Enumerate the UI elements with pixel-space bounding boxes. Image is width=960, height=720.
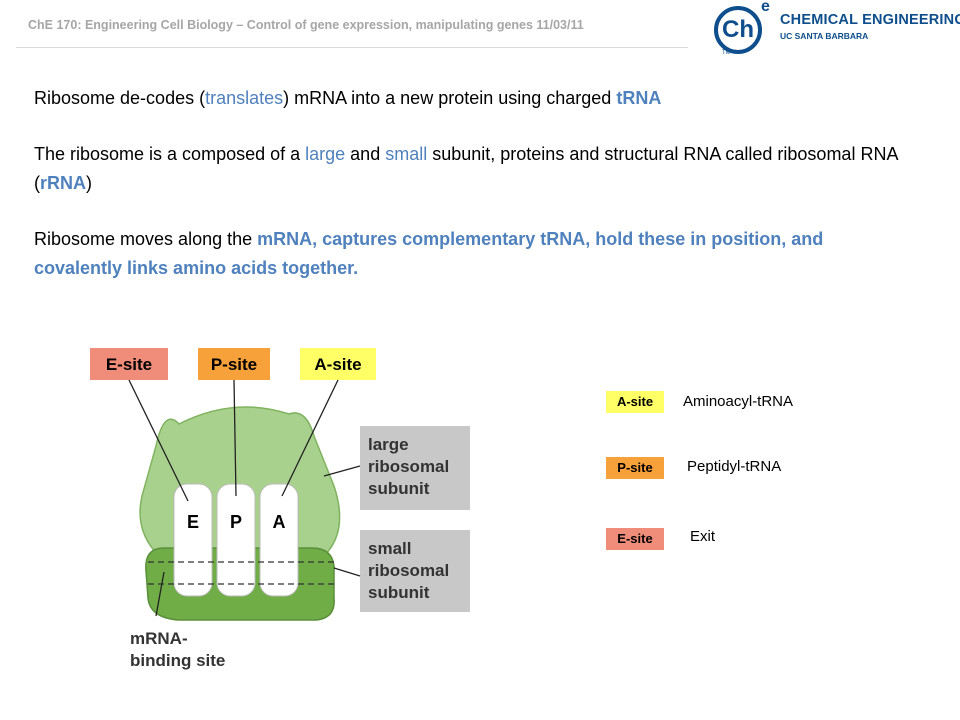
highlight-rrna: rRNA	[40, 173, 87, 193]
text-run: Ribosome de-codes (	[34, 88, 206, 108]
large-subunit-label-1: large	[368, 435, 409, 454]
text-run: ) mRNA into a new protein using charged	[283, 88, 617, 108]
p-site-label: P-site	[211, 355, 257, 374]
paragraph-movement: Ribosome moves along the mRNA, captures …	[34, 225, 914, 283]
slot-label-p: P	[230, 512, 242, 532]
ribosome-diagram: E P A E-site P-site A-site large ribosom…	[90, 348, 470, 670]
small-subunit-label-1: small	[368, 539, 411, 558]
header-divider	[16, 47, 688, 48]
p-site-pointer	[233, 379, 237, 497]
large-subunit-label-3: subunit	[368, 479, 430, 498]
logo-mark: Ch	[714, 6, 762, 54]
small-subunit-label-2: ribosomal	[368, 561, 449, 580]
large-subunit-pointer	[323, 465, 361, 477]
highlight-mechanism: mRNA, captures complementary tRNA, hold …	[34, 229, 824, 278]
legend-badge-a-site: A-site	[606, 391, 664, 413]
large-subunit-label-2: ribosomal	[368, 457, 449, 476]
mrna-binding-label-1: mRNA-	[130, 629, 188, 648]
small-subunit-callout	[360, 530, 470, 612]
e-site-pointer	[128, 379, 189, 502]
paragraph-translation: Ribosome de-codes (translates) mRNA into…	[34, 84, 914, 113]
large-subunit-callout	[360, 426, 470, 510]
text-run: Ribosome moves along the	[34, 229, 258, 249]
legend-text-exit: Exit	[690, 528, 716, 545]
highlight-small: small	[385, 144, 428, 164]
slide-header: ChE 170: Engineering Cell Biology – Cont…	[28, 18, 584, 32]
e-site-label: E-site	[106, 355, 152, 374]
slot-label-e: E	[187, 512, 199, 532]
p-site-label-box	[198, 348, 270, 380]
highlight-trna: tRNA	[616, 88, 662, 108]
text-run: The ribosome is a composed of a	[34, 144, 306, 164]
logo-subtitle: UC SANTA BARBARA	[780, 31, 869, 41]
a-site-pointer	[281, 379, 339, 497]
a-site-label: A-site	[314, 355, 361, 374]
logo-trademark: TM	[722, 50, 731, 56]
slot-label-a: A	[273, 512, 286, 532]
e-slot	[173, 483, 213, 597]
a-slot	[259, 483, 299, 597]
mrna-binding-label-2: binding site	[130, 651, 225, 670]
text-run: and	[345, 144, 386, 164]
text-run: )	[86, 173, 93, 193]
legend-text-aminoacyl: Aminoacyl-tRNA	[683, 393, 794, 410]
legend-badge-e-site: E-site	[606, 528, 664, 550]
legend-text-peptidyl: Peptidyl-tRNA	[687, 458, 782, 475]
paragraph-composition: The ribosome is a composed of a large an…	[34, 140, 914, 198]
text-run: subunit, proteins and structural RNA cal…	[34, 144, 898, 193]
p-slot	[216, 483, 256, 597]
logo-superscript: e	[761, 0, 770, 15]
legend-badge-p-site: P-site	[606, 457, 664, 479]
small-subunit-pointer	[333, 567, 361, 577]
small-subunit-label-3: subunit	[368, 583, 430, 602]
department-logo: Ch e TM CHEMICAL ENGINEERING UC SANTA BA…	[714, 0, 960, 56]
highlight-translates: translates	[205, 88, 284, 108]
e-site-label-box	[90, 348, 168, 380]
mrna-site-pointer	[155, 571, 165, 617]
logo-title: CHEMICAL ENGINEERING	[780, 12, 960, 28]
slide-body: Ribosome de-codes (translates) mRNA into…	[34, 84, 914, 310]
highlight-large: large	[305, 144, 346, 164]
a-site-label-box	[300, 348, 376, 380]
